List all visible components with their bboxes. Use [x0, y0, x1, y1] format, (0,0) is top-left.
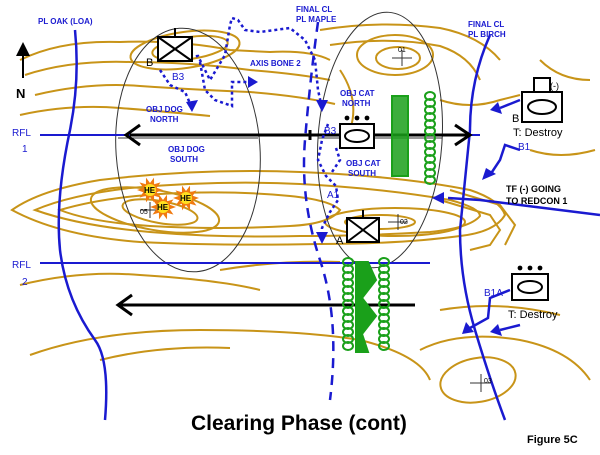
wire-coil-loop — [378, 341, 390, 351]
obj-dog-boundary — [115, 27, 261, 273]
b1a-label: B1A — [484, 288, 503, 299]
he-marker-label: HE — [144, 186, 156, 195]
pl-birch-line — [458, 34, 507, 421]
tf-arrow-heads — [432, 102, 502, 336]
terrain-contours — [10, 23, 596, 404]
obj-dog-north-label-1: OBJ DOG — [146, 105, 183, 114]
obj-cat-south-label-2: SOUTH — [348, 169, 376, 178]
hill-01-label: 01 — [398, 47, 406, 54]
phase-line-labels: PL OAK (LOA) FINAL CL PL MAPLE FINAL CL … — [38, 5, 506, 39]
task-labels: (-) T: Destroy TF (-) GOING TO REDCON 1 … — [506, 81, 567, 321]
he-marker-label: HE — [157, 203, 169, 212]
obstacle-belts — [342, 91, 436, 353]
b3-top-label: B3 — [172, 72, 185, 83]
he-marker-label: HE — [180, 194, 192, 203]
rfl-1-label-top: RFL — [12, 128, 31, 139]
b3-mid-label: B3 — [324, 126, 337, 137]
route-arrowheads — [186, 76, 328, 244]
unit-armor-b-right — [521, 77, 563, 123]
rfl-1-label-bottom: 1 — [22, 144, 28, 155]
a-unit-label: A — [336, 235, 344, 247]
pl-oak-line — [57, 29, 108, 421]
title-block: Clearing Phase (cont) Figure 5C — [191, 412, 578, 446]
obj-dog-south-label-1: OBJ DOG — [168, 145, 205, 154]
a1-label: A1 — [327, 190, 340, 201]
hill-05-label: 05 — [140, 209, 148, 216]
obj-cat-north-label-2: NORTH — [342, 99, 371, 108]
hill-03-label: 03 — [484, 378, 492, 385]
tf-arrow-lower — [499, 323, 521, 332]
rfl-labels: RFL 1 RFL 2 — [12, 128, 31, 288]
he-burst-center — [180, 192, 192, 204]
axis-bone-2-route — [159, 16, 324, 109]
b-right-label: B — [512, 113, 519, 125]
objective-labels: OBJ DOG NORTH OBJ DOG SOUTH OBJ CAT NORT… — [146, 59, 381, 178]
tf-label-1: TF (-) GOING — [506, 184, 561, 194]
b3-route — [316, 123, 340, 238]
figure-label: Figure 5C — [527, 434, 578, 446]
north-label: N — [16, 86, 25, 101]
pl-oak-label: PL OAK (LOA) — [38, 17, 93, 26]
obstacle-belt-north — [391, 95, 409, 177]
b-top-label: B — [146, 57, 153, 69]
tf-arrow-b1a — [469, 288, 511, 330]
axis-bone-label: AXIS BONE 2 — [250, 59, 301, 68]
unit-armor-b3 — [339, 115, 375, 149]
obstacle-belt-south — [355, 261, 378, 353]
obj-dog-south-label-2: SOUTH — [170, 155, 198, 164]
maneuver-routes — [158, 16, 342, 238]
unit-labels: B3 B3 B A1 A B B1 B1A — [146, 57, 531, 299]
wire-coil-loop — [342, 341, 354, 351]
pl-birch-label-1: FINAL CL — [468, 20, 504, 29]
wire-coil-south-b — [378, 257, 390, 351]
wire-coil-north — [424, 91, 436, 185]
he-burst-center — [157, 201, 169, 213]
north-arrow: N — [16, 42, 30, 101]
phase-lines — [57, 21, 507, 421]
obj-cat-south-label-1: OBJ CAT — [346, 159, 381, 168]
tf-movement-arrows — [447, 98, 600, 332]
tf-arrow-upper — [499, 98, 521, 110]
unit-size-label: (-) — [550, 81, 559, 91]
destroy-lower-label: T: Destroy — [508, 309, 558, 321]
he-burst-center — [144, 184, 156, 196]
unit-infantry-a — [346, 210, 380, 243]
obj-cat-north-label-1: OBJ CAT — [340, 89, 375, 98]
destroy-upper-label: T: Destroy — [513, 127, 563, 139]
unit-infantry-b-top — [157, 28, 193, 62]
tf-arrow-b1 — [488, 143, 521, 176]
page-title: Clearing Phase (cont) — [191, 412, 407, 435]
rfl-2-label-top: RFL — [12, 260, 31, 271]
pl-maple-label-1: FINAL CL — [296, 5, 332, 14]
pl-maple-line — [302, 21, 335, 401]
hill-02-label: 02 — [400, 219, 408, 226]
pl-birch-label-2: PL BIRCH — [468, 30, 506, 39]
wire-coil-south-a — [342, 257, 354, 351]
b1-label: B1 — [518, 142, 531, 153]
pl-maple-label-2: PL MAPLE — [296, 15, 337, 24]
rfl-2-label-bottom: 2 — [22, 277, 28, 288]
tf-arrow-main — [447, 196, 600, 217]
unit-armor-lower-right — [511, 265, 549, 301]
tf-label-2: TO REDCON 1 — [506, 196, 567, 206]
hill-labels: 01 02 03 05 — [140, 47, 492, 385]
wire-coil-loop — [424, 175, 436, 185]
obj-dog-north-label-2: NORTH — [150, 115, 179, 124]
